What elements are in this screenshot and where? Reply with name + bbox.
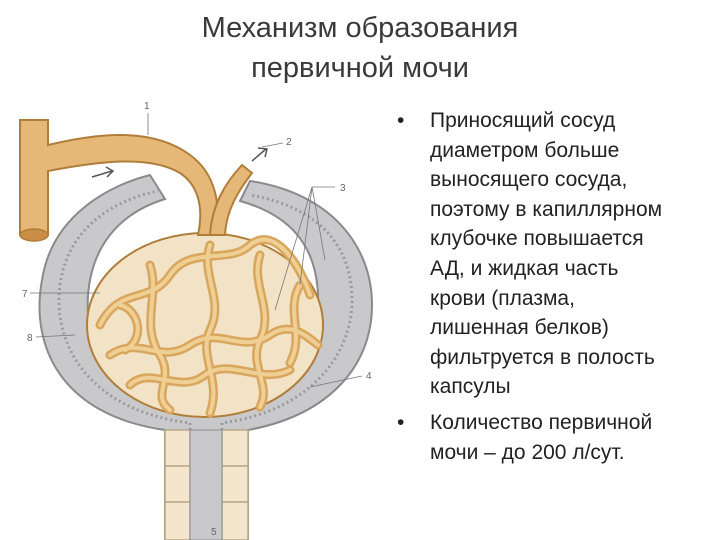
- flow-arrow-in-icon: [91, 166, 115, 178]
- afferent-vessel-opening: [19, 228, 49, 242]
- flow-arrow-out-icon: [251, 147, 268, 162]
- efferent-vessel: [208, 163, 254, 236]
- bullet-line: фильтруется в полость: [430, 345, 655, 369]
- bullet-line: АД, и жидкая часть: [430, 256, 619, 280]
- bullet-line: клубочке повышается: [430, 227, 644, 251]
- slide-title-line-2: первичной мочи: [251, 52, 469, 84]
- bullet-line: выносящего сосуда,: [430, 168, 628, 192]
- diagram-label-4: 4: [366, 371, 372, 382]
- slide-title: Механизм образования первичной мочи: [120, 8, 600, 88]
- bullet-dot-icon: •: [397, 109, 405, 132]
- bullet-line: мочи – до 200 л/сут.: [430, 440, 625, 464]
- bullet-line: Приносящий сосуд: [430, 109, 616, 132]
- bullet-item-filtration: • Приносящий сосуд диаметром больше выно…: [395, 106, 717, 402]
- capillary-tuft: [86, 232, 324, 418]
- diagram-label-2: 2: [286, 137, 292, 148]
- bullet-line: Количество первичной: [430, 410, 653, 434]
- diagram-label-7: 7: [22, 289, 28, 300]
- glomerulus-diagram: 1 2 3 4 5 7 8: [19, 101, 374, 540]
- diagram-label-3: 3: [340, 183, 346, 194]
- bullet-text: Количество первичной мочи – до 200 л/сут…: [430, 408, 717, 467]
- slide-title-line-1: Механизм образования: [201, 12, 519, 44]
- diagram-label-5: 5: [211, 527, 217, 538]
- tubule-lumen: [189, 429, 223, 540]
- leader-lines: [30, 113, 363, 388]
- bullet-line: диаметром больше: [430, 138, 620, 162]
- bullet-dot-icon: •: [397, 410, 405, 434]
- diagram-label-8: 8: [27, 333, 33, 344]
- bullet-line: лишенная белков): [430, 316, 609, 340]
- bullet-list: • Приносящий сосуд диаметром больше выно…: [395, 106, 717, 473]
- bullet-line: крови (плазма,: [430, 286, 575, 310]
- bullet-line: капсулы: [430, 375, 511, 399]
- capsule-inner-lining: [57, 189, 354, 540]
- tubule-cells: [164, 429, 249, 540]
- bullet-text: Приносящий сосуд диаметром больше вынося…: [430, 106, 717, 402]
- bullet-line: поэтому в капиллярном: [430, 197, 663, 221]
- diagram-label-1: 1: [144, 101, 150, 112]
- bullet-item-volume: • Количество первичной мочи – до 200 л/с…: [395, 408, 717, 467]
